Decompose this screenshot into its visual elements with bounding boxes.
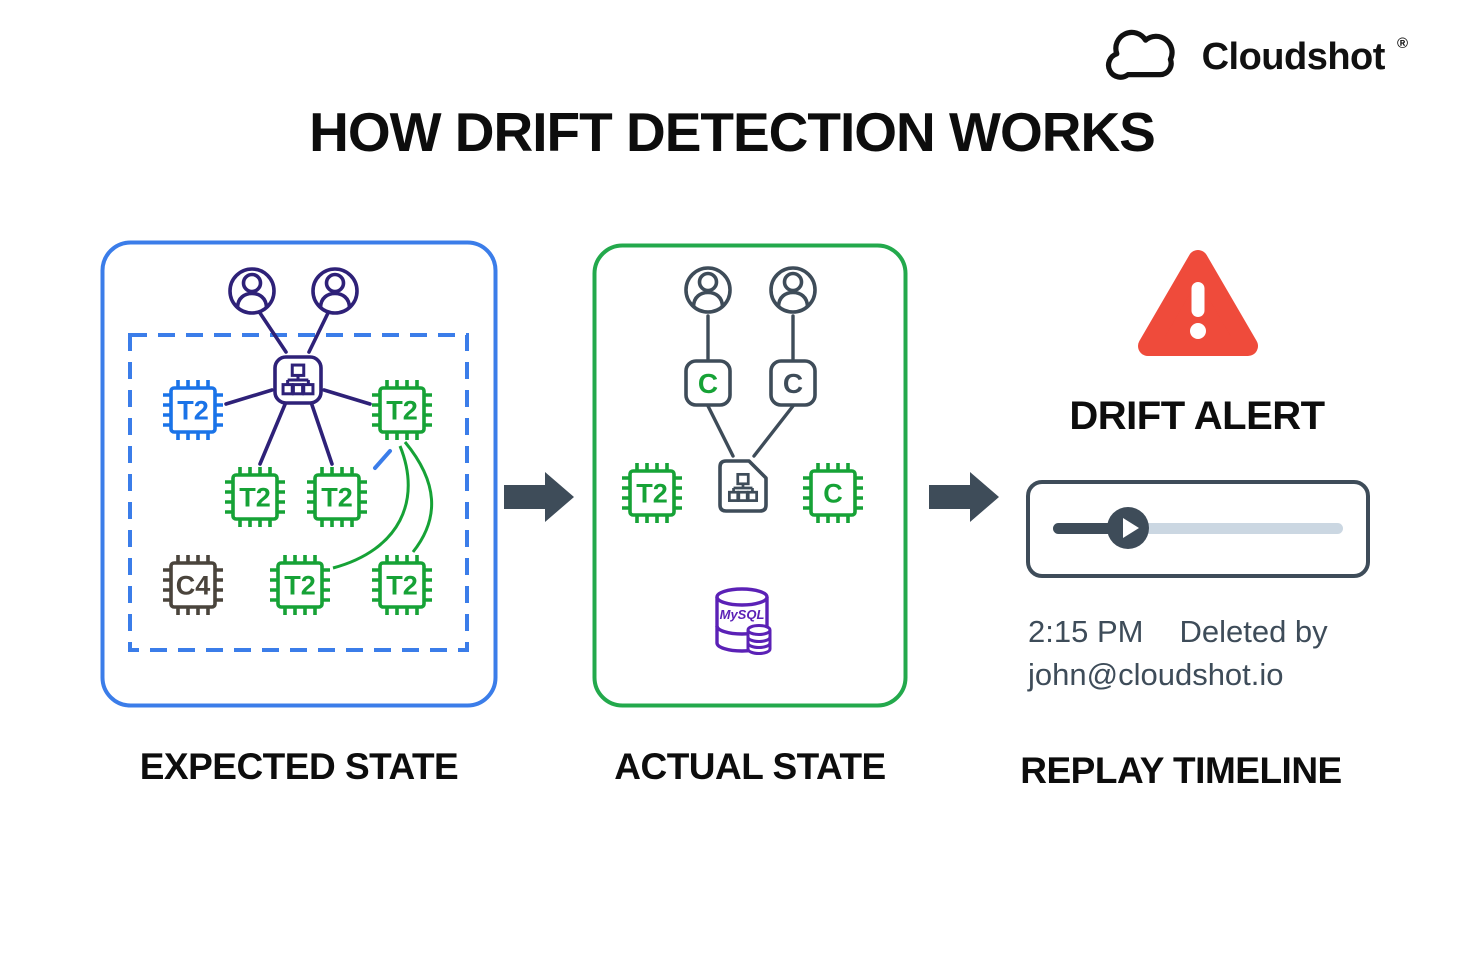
chip-t2-green: T2: [370, 378, 434, 442]
play-icon: [1122, 518, 1139, 538]
brand-logo: Cloudshot ®: [1104, 28, 1408, 86]
brand-name: Cloudshot: [1201, 35, 1386, 78]
slider-track-filled[interactable]: [1053, 523, 1128, 534]
replay-timeline-widget: [1026, 480, 1370, 578]
slider-track[interactable]: [1053, 523, 1343, 534]
drift-event-text: 2:15 PM Deleted by john@cloudshot.io: [1028, 610, 1368, 696]
cloud-icon: [1105, 29, 1175, 80]
container-label: C: [783, 368, 803, 399]
drift-connections-green: [332, 441, 434, 570]
container-label: C: [698, 368, 718, 399]
chip-t2-green: T2: [268, 553, 332, 617]
event-action: Deleted by: [1179, 614, 1328, 649]
expected-state-label: EXPECTED STATE: [139, 746, 459, 787]
container-box-gray-c: C: [769, 359, 817, 407]
chip-label: T2: [386, 571, 418, 601]
arrow-right-icon: [504, 472, 574, 522]
network-gateway-icon: [273, 355, 323, 405]
chip-t2-green: T2: [223, 465, 287, 529]
event-user: john@cloudshot.io: [1028, 657, 1284, 692]
chip-label: T2: [636, 479, 668, 509]
container-box-green-c: C: [684, 359, 732, 407]
user-icon: [684, 266, 732, 314]
expected-panel-border: [100, 240, 498, 708]
chip-label: T2: [239, 483, 271, 513]
arrow-right-icon: [929, 472, 999, 522]
actual-connections: [706, 314, 795, 458]
chip-t2-blue: T2: [161, 378, 225, 442]
registered-mark: ®: [1396, 34, 1408, 52]
warning-triangle-icon: [1138, 250, 1258, 356]
user-icon: [228, 267, 276, 315]
mysql-database-icon: MySQL: [715, 587, 772, 655]
actual-panel-border: [592, 243, 908, 708]
expected-state-panel: T2 T2 T2 T2 C4 T2 T2: [100, 240, 498, 708]
database-label: MySQL: [720, 607, 765, 622]
play-button[interactable]: [1107, 507, 1149, 549]
chip-label: T2: [284, 571, 316, 601]
chip-t2-green: T2: [370, 553, 434, 617]
chip-t2-green: T2: [305, 465, 369, 529]
event-time: 2:15 PM: [1028, 614, 1144, 649]
user-icon: [769, 266, 817, 314]
chip-c-green: C: [801, 461, 865, 525]
actual-state-label: ACTUAL STATE: [614, 746, 886, 787]
chip-label: T2: [177, 396, 209, 426]
actual-state-panel: C C T2 C MySQL: [592, 243, 908, 708]
config-document-icon: [718, 459, 768, 513]
page-title: HOW DRIFT DETECTION WORKS: [309, 101, 1156, 163]
chip-c4-gray: C4: [161, 553, 225, 617]
expected-connections: [224, 311, 372, 466]
drift-alert-heading: DRIFT ALERT: [1069, 394, 1325, 438]
chip-label: T2: [386, 396, 418, 426]
drift-connection-blue-dash: [373, 449, 392, 470]
replay-timeline-label: REPLAY TIMELINE: [1020, 750, 1342, 791]
chip-t2-green: T2: [620, 461, 684, 525]
chip-label: C: [823, 479, 843, 509]
chip-label: C4: [176, 571, 211, 601]
vpc-dashed-boundary: [128, 333, 469, 652]
chip-label: T2: [321, 483, 353, 513]
user-icon: [311, 267, 359, 315]
